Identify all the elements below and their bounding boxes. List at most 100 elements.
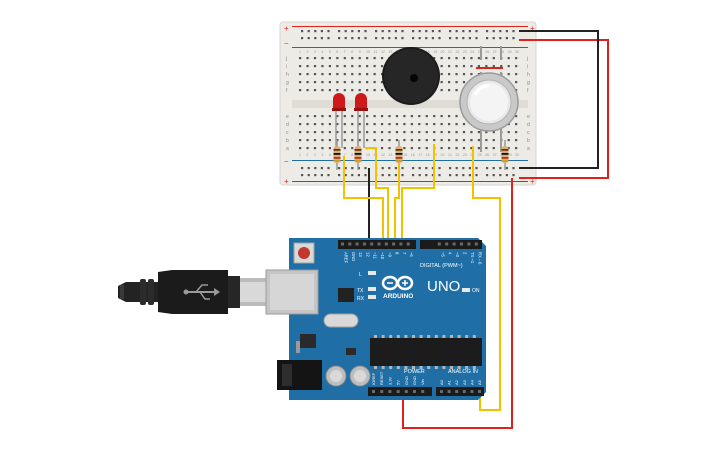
breadboard-hole[interactable] <box>395 123 399 126</box>
power-pin[interactable] <box>380 390 384 393</box>
breadboard-hole[interactable] <box>499 167 502 170</box>
breadboard-hole[interactable] <box>433 57 436 60</box>
breadboard-hole[interactable] <box>351 123 354 126</box>
digital-pin[interactable] <box>392 242 396 246</box>
breadboard-hole[interactable] <box>366 131 369 134</box>
breadboard-hole[interactable] <box>410 139 413 142</box>
breadboard-hole[interactable] <box>328 123 331 126</box>
breadboard-hole[interactable] <box>373 139 376 142</box>
breadboard-hole[interactable] <box>343 65 346 68</box>
breadboard-hole[interactable] <box>512 37 515 40</box>
breadboard-hole[interactable] <box>512 174 515 177</box>
breadboard-hole[interactable] <box>507 65 510 68</box>
breadboard-hole[interactable] <box>338 37 341 40</box>
breadboard-hole[interactable] <box>364 174 367 177</box>
breadboard-hole[interactable] <box>373 73 376 76</box>
breadboard-hole[interactable] <box>366 139 369 142</box>
breadboard-hole[interactable] <box>313 147 317 150</box>
breadboard-hole[interactable] <box>425 37 428 40</box>
breadboard-hole[interactable] <box>388 123 391 126</box>
breadboard-hole[interactable] <box>448 89 451 92</box>
breadboard-hole[interactable] <box>499 30 502 33</box>
breadboard-hole[interactable] <box>375 30 378 33</box>
breadboard-hole[interactable] <box>431 30 434 33</box>
breadboard-hole[interactable] <box>321 123 324 126</box>
breadboard-hole[interactable] <box>313 89 317 92</box>
breadboard-hole[interactable] <box>462 37 465 40</box>
breadboard-hole[interactable] <box>486 30 489 33</box>
breadboard-hole[interactable] <box>431 174 434 177</box>
breadboard-hole[interactable] <box>468 167 471 170</box>
breadboard-hole[interactable] <box>366 89 369 92</box>
breadboard-hole[interactable] <box>380 65 384 68</box>
breadboard-hole[interactable] <box>358 131 361 134</box>
breadboard-hole[interactable] <box>373 89 376 92</box>
breadboard-hole[interactable] <box>343 147 346 150</box>
breadboard-hole[interactable] <box>410 123 413 126</box>
analog-pin[interactable] <box>478 390 481 393</box>
breadboard-hole[interactable] <box>486 37 489 40</box>
breadboard-hole[interactable] <box>515 139 518 142</box>
breadboard-hole[interactable] <box>313 81 317 84</box>
breadboard-hole[interactable] <box>512 30 515 33</box>
breadboard-hole[interactable] <box>301 37 304 40</box>
breadboard-hole[interactable] <box>388 147 391 150</box>
breadboard-hole[interactable] <box>470 147 473 150</box>
breadboard-hole[interactable] <box>448 147 451 150</box>
breadboard-hole[interactable] <box>366 73 369 76</box>
red-led-left[interactable] <box>332 93 346 148</box>
breadboard-hole[interactable] <box>327 174 330 177</box>
breadboard-hole[interactable] <box>358 115 361 118</box>
wire-yellow-resistor[interactable] <box>394 163 400 243</box>
breadboard-hole[interactable] <box>366 81 369 84</box>
breadboard-hole[interactable] <box>492 174 495 177</box>
breadboard-hole[interactable] <box>380 89 384 92</box>
breadboard-hole[interactable] <box>505 37 508 40</box>
analog-pin[interactable] <box>470 390 474 393</box>
breadboard-hole[interactable] <box>440 73 443 76</box>
breadboard-hole[interactable] <box>306 65 309 68</box>
digital-pin[interactable] <box>370 242 374 246</box>
breadboard-hole[interactable] <box>499 37 502 40</box>
breadboard-hole[interactable] <box>373 123 376 126</box>
breadboard-hole[interactable] <box>401 174 404 177</box>
breadboard-hole[interactable] <box>314 30 317 33</box>
digital-pin[interactable] <box>348 242 352 246</box>
breadboard-hole[interactable] <box>410 131 413 134</box>
breadboard-hole[interactable] <box>357 37 360 40</box>
breadboard-hole[interactable] <box>401 37 404 40</box>
breadboard-hole[interactable] <box>425 115 428 118</box>
wire-yellow-sensor-analog[interactable] <box>472 146 501 411</box>
breadboard-hole[interactable] <box>485 131 488 134</box>
digital-pin[interactable] <box>377 242 381 246</box>
analog-pin[interactable] <box>462 390 466 393</box>
breadboard-hole[interactable] <box>449 167 452 170</box>
breadboard-hole[interactable] <box>455 89 458 92</box>
breadboard-hole[interactable] <box>477 131 480 134</box>
breadboard-hole[interactable] <box>507 73 510 76</box>
breadboard-hole[interactable] <box>515 115 518 118</box>
breadboard-hole[interactable] <box>448 139 451 142</box>
breadboard-hole[interactable] <box>301 30 304 33</box>
breadboard-hole[interactable] <box>455 123 458 126</box>
breadboard-hole[interactable] <box>343 73 346 76</box>
breadboard-hole[interactable] <box>468 30 471 33</box>
breadboard-hole[interactable] <box>486 167 489 170</box>
breadboard-hole[interactable] <box>314 174 317 177</box>
breadboard-hole[interactable] <box>321 147 324 150</box>
analog-pin[interactable] <box>440 390 443 393</box>
breadboard-hole[interactable] <box>418 139 421 142</box>
digital-pin[interactable] <box>445 242 449 246</box>
breadboard-hole[interactable] <box>505 174 508 177</box>
breadboard-hole[interactable] <box>299 123 302 126</box>
breadboard-hole[interactable] <box>448 65 451 68</box>
breadboard-hole[interactable] <box>321 139 324 142</box>
breadboard-hole[interactable] <box>477 139 480 142</box>
breadboard-hole[interactable] <box>470 65 473 68</box>
breadboard-hole[interactable] <box>433 123 436 126</box>
breadboard-hole[interactable] <box>351 57 354 60</box>
breadboard-hole[interactable] <box>455 57 458 60</box>
breadboard-hole[interactable] <box>338 174 341 177</box>
breadboard-hole[interactable] <box>394 37 397 40</box>
breadboard-hole[interactable] <box>358 89 361 92</box>
